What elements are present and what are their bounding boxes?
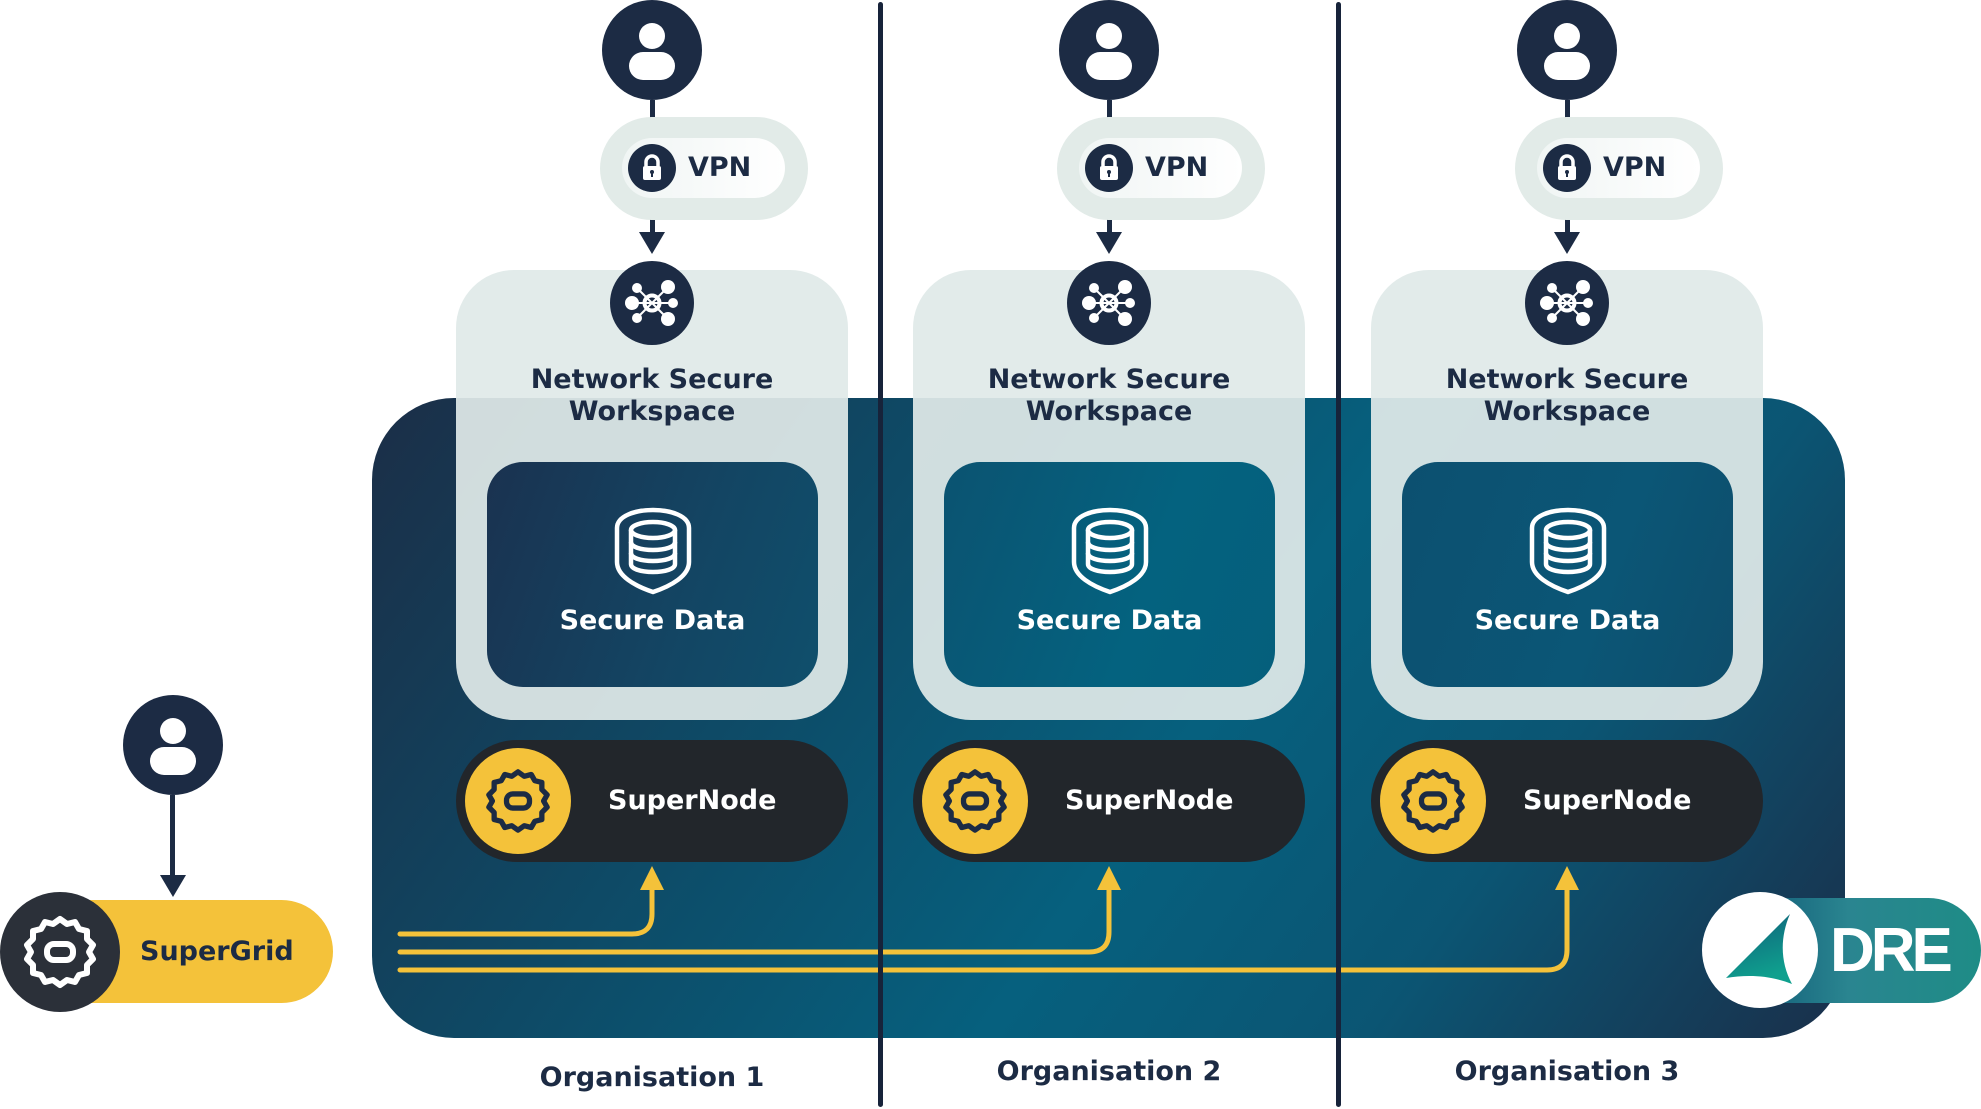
lock-badge	[1543, 144, 1591, 192]
org-user-avatar	[1517, 0, 1617, 100]
secure-data-label: Secure Data	[1474, 605, 1661, 636]
workspace-title-line: Workspace	[568, 396, 736, 427]
supergrid-label: SuperGrid	[140, 936, 294, 967]
network-secure-workspace[interactable]: Network Secure Workspace Secure Data	[456, 261, 848, 720]
secure-data-box[interactable]: Secure Data	[944, 462, 1275, 687]
lock-badge	[1085, 144, 1133, 192]
arrow-down-icon	[639, 232, 665, 254]
supernode-gear-badge	[465, 748, 571, 854]
network-icon	[625, 280, 678, 326]
lock-icon	[1100, 154, 1118, 180]
lock-icon	[643, 154, 661, 180]
database-shield-icon	[1529, 507, 1607, 595]
supergrid-gear-badge	[0, 892, 120, 1012]
workspace-title-line: Network Secure	[987, 364, 1231, 395]
supernode-gear-badge	[922, 748, 1028, 854]
gear-icon	[486, 769, 550, 833]
workspace-title: Network Secure Workspace	[1371, 364, 1763, 428]
vpn-connection[interactable]: VPN	[600, 117, 808, 220]
network-icon	[1540, 280, 1593, 326]
vpn-label: VPN	[1603, 152, 1667, 183]
lock-icon	[1558, 154, 1576, 180]
workspace-title-line: Workspace	[1025, 396, 1193, 427]
dre-logo-text: DRE	[1830, 916, 1953, 985]
workspace-title: Network Secure Workspace	[913, 364, 1305, 428]
gear-icon	[24, 916, 96, 988]
organisation-label: Organisation 3	[1454, 1056, 1680, 1087]
connector-line	[1107, 220, 1112, 242]
supernode-label: SuperNode	[608, 785, 777, 816]
vpn-pill: VPN	[1537, 138, 1700, 198]
arrow-down-icon	[1554, 232, 1580, 254]
secure-data-label: Secure Data	[559, 605, 746, 636]
arrow-down-icon	[1096, 232, 1122, 254]
supernode[interactable]: SuperNode	[456, 740, 848, 862]
network-badge	[1067, 261, 1151, 345]
supernode-label: SuperNode	[1065, 785, 1234, 816]
organisation-label: Organisation 1	[539, 1062, 765, 1093]
lock-badge	[628, 144, 676, 192]
vpn-connection[interactable]: VPN	[1515, 117, 1723, 220]
network-secure-workspace[interactable]: Network Secure Workspace Secure Data	[913, 261, 1305, 720]
network-badge	[610, 261, 694, 345]
org-user-avatar	[602, 0, 702, 100]
user-icon	[1544, 23, 1590, 80]
user-icon	[150, 718, 196, 775]
supernode-label: SuperNode	[1523, 785, 1692, 816]
supernode-gear-badge	[1380, 748, 1486, 854]
vpn-label: VPN	[688, 152, 752, 183]
vpn-connection[interactable]: VPN	[1057, 117, 1265, 220]
gear-icon	[1401, 769, 1465, 833]
workspace-title-line: Network Secure	[530, 364, 774, 395]
connector-line	[650, 220, 655, 242]
vpn-pill: VPN	[1079, 138, 1242, 198]
organisation-divider	[1336, 2, 1341, 1107]
supernode[interactable]: SuperNode	[913, 740, 1305, 862]
network-badge	[1525, 261, 1609, 345]
user-icon	[629, 23, 675, 80]
vpn-pill: VPN	[622, 138, 785, 198]
secure-data-label: Secure Data	[1016, 605, 1203, 636]
database-shield-icon	[614, 507, 692, 595]
supergrid-user-avatar	[123, 695, 223, 795]
workspace-title-line: Workspace	[1483, 396, 1651, 427]
network-icon	[1082, 280, 1135, 326]
workspace-title: Network Secure Workspace	[456, 364, 848, 428]
gear-icon	[943, 769, 1007, 833]
secure-data-box[interactable]: Secure Data	[1402, 462, 1733, 687]
connector-line	[170, 795, 175, 875]
organisation-label: Organisation 2	[996, 1056, 1222, 1087]
connector-line	[1565, 220, 1570, 242]
arrow-down-icon	[160, 875, 186, 897]
network-secure-workspace[interactable]: Network Secure Workspace Secure Data	[1371, 261, 1763, 720]
vpn-label: VPN	[1145, 152, 1209, 183]
sail-icon	[1726, 914, 1792, 984]
org-user-avatar	[1059, 0, 1159, 100]
organisation-divider	[878, 2, 883, 1107]
dre-logo-badge	[1702, 892, 1818, 1008]
workspace-title-line: Network Secure	[1445, 364, 1689, 395]
supernode[interactable]: SuperNode	[1371, 740, 1763, 862]
database-shield-icon	[1071, 507, 1149, 595]
secure-data-box[interactable]: Secure Data	[487, 462, 818, 687]
user-icon	[1086, 23, 1132, 80]
